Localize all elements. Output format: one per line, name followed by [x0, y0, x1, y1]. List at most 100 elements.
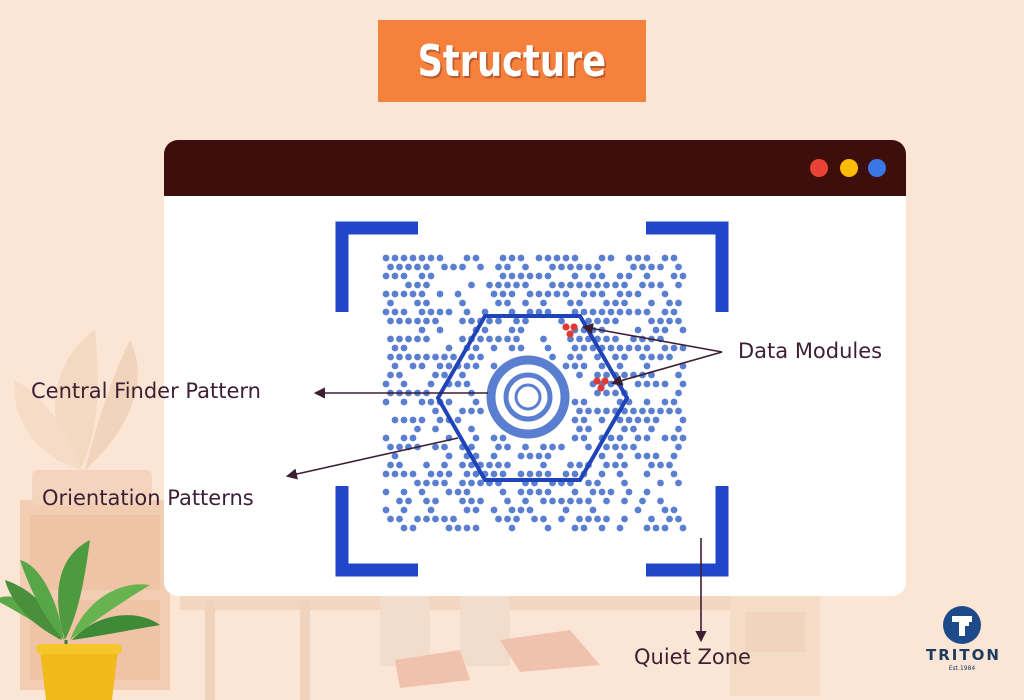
- data-module: [621, 515, 628, 523]
- data-module: [391, 416, 399, 424]
- data-module: [648, 299, 655, 307]
- data-module: [459, 407, 466, 415]
- data-module: [648, 461, 655, 469]
- window-minimize-dot[interactable]: [840, 159, 858, 177]
- data-module: [598, 524, 606, 532]
- data-module: [504, 281, 511, 289]
- data-module: [643, 434, 651, 442]
- data-module: [495, 335, 502, 343]
- data-module: [468, 443, 475, 451]
- data-module: [675, 263, 682, 271]
- data-module: [445, 344, 453, 352]
- data-module: [616, 290, 624, 298]
- data-module: [513, 317, 520, 325]
- data-module: [387, 443, 394, 451]
- logo-name: TRITON: [926, 646, 1001, 664]
- data-module: [621, 299, 628, 307]
- data-module: [382, 470, 390, 478]
- data-module: [643, 344, 651, 352]
- data-module: [576, 515, 583, 523]
- data-module: [648, 317, 655, 325]
- data-module: [675, 479, 682, 487]
- data-module: [468, 353, 475, 361]
- data-module: [409, 290, 417, 298]
- data-module: [571, 362, 579, 370]
- data-module: [589, 272, 597, 280]
- data-module: [432, 443, 439, 451]
- data-module: [666, 407, 673, 415]
- data-module: [472, 398, 480, 406]
- data-module: [504, 299, 511, 307]
- data-module: [396, 317, 403, 325]
- data-module: [468, 281, 475, 289]
- quiet-zone-bracket-top-right: [646, 221, 729, 312]
- data-module: [639, 353, 646, 361]
- data-module: [576, 299, 583, 307]
- data-module: [409, 362, 417, 370]
- data-module: [571, 470, 579, 478]
- data-module: [670, 272, 678, 280]
- data-module: [598, 452, 606, 460]
- data-module: [468, 317, 475, 325]
- data-module: [576, 425, 583, 433]
- data-module: [504, 461, 511, 469]
- data-module: [418, 488, 426, 496]
- data-module: [616, 344, 624, 352]
- window-maximize-dot[interactable]: [868, 159, 886, 177]
- data-module: [418, 362, 426, 370]
- data-module: [675, 371, 682, 379]
- data-module: [409, 416, 417, 424]
- data-module: [576, 263, 583, 271]
- data-module: [459, 461, 466, 469]
- data-module: [441, 515, 448, 523]
- data-module: [477, 335, 484, 343]
- data-module: [490, 434, 498, 442]
- data-module: [670, 470, 678, 478]
- data-module: [580, 416, 588, 424]
- data-module: [540, 299, 547, 307]
- faded-shoe: [500, 630, 600, 672]
- data-module: [679, 272, 687, 280]
- data-module: [441, 353, 448, 361]
- data-module: [625, 290, 633, 298]
- data-module: [657, 263, 664, 271]
- data-module: [612, 389, 619, 397]
- data-module: [504, 335, 511, 343]
- data-module: [535, 290, 543, 298]
- data-module: [463, 470, 471, 478]
- window-close-dot[interactable]: [810, 159, 828, 177]
- data-module: [630, 425, 637, 433]
- data-module: [432, 353, 439, 361]
- data-module: [391, 290, 399, 298]
- data-module: [589, 290, 597, 298]
- data-module: [387, 515, 394, 523]
- data-module: [472, 524, 480, 532]
- data-module: [648, 425, 655, 433]
- data-module: [414, 335, 421, 343]
- data-module: [436, 362, 444, 370]
- data-module: [571, 398, 579, 406]
- data-module: [454, 290, 462, 298]
- data-module: [603, 371, 610, 379]
- data-module: [432, 371, 439, 379]
- data-module: [400, 308, 408, 316]
- data-module: [459, 497, 466, 505]
- data-module: [535, 452, 543, 460]
- data-module: [661, 506, 669, 514]
- data-module: [400, 254, 408, 262]
- data-module: [562, 470, 570, 478]
- data-module: [454, 488, 462, 496]
- data-module: [544, 488, 552, 496]
- data-module: [526, 506, 534, 514]
- data-module: [544, 524, 552, 532]
- data-module: [409, 470, 417, 478]
- data-module: [477, 407, 484, 415]
- data-module: [571, 344, 579, 352]
- data-module: [553, 290, 561, 298]
- data-module: [423, 515, 430, 523]
- data-module: [549, 281, 556, 289]
- data-module: [382, 434, 390, 442]
- data-module: [657, 281, 664, 289]
- data-module: [517, 326, 525, 334]
